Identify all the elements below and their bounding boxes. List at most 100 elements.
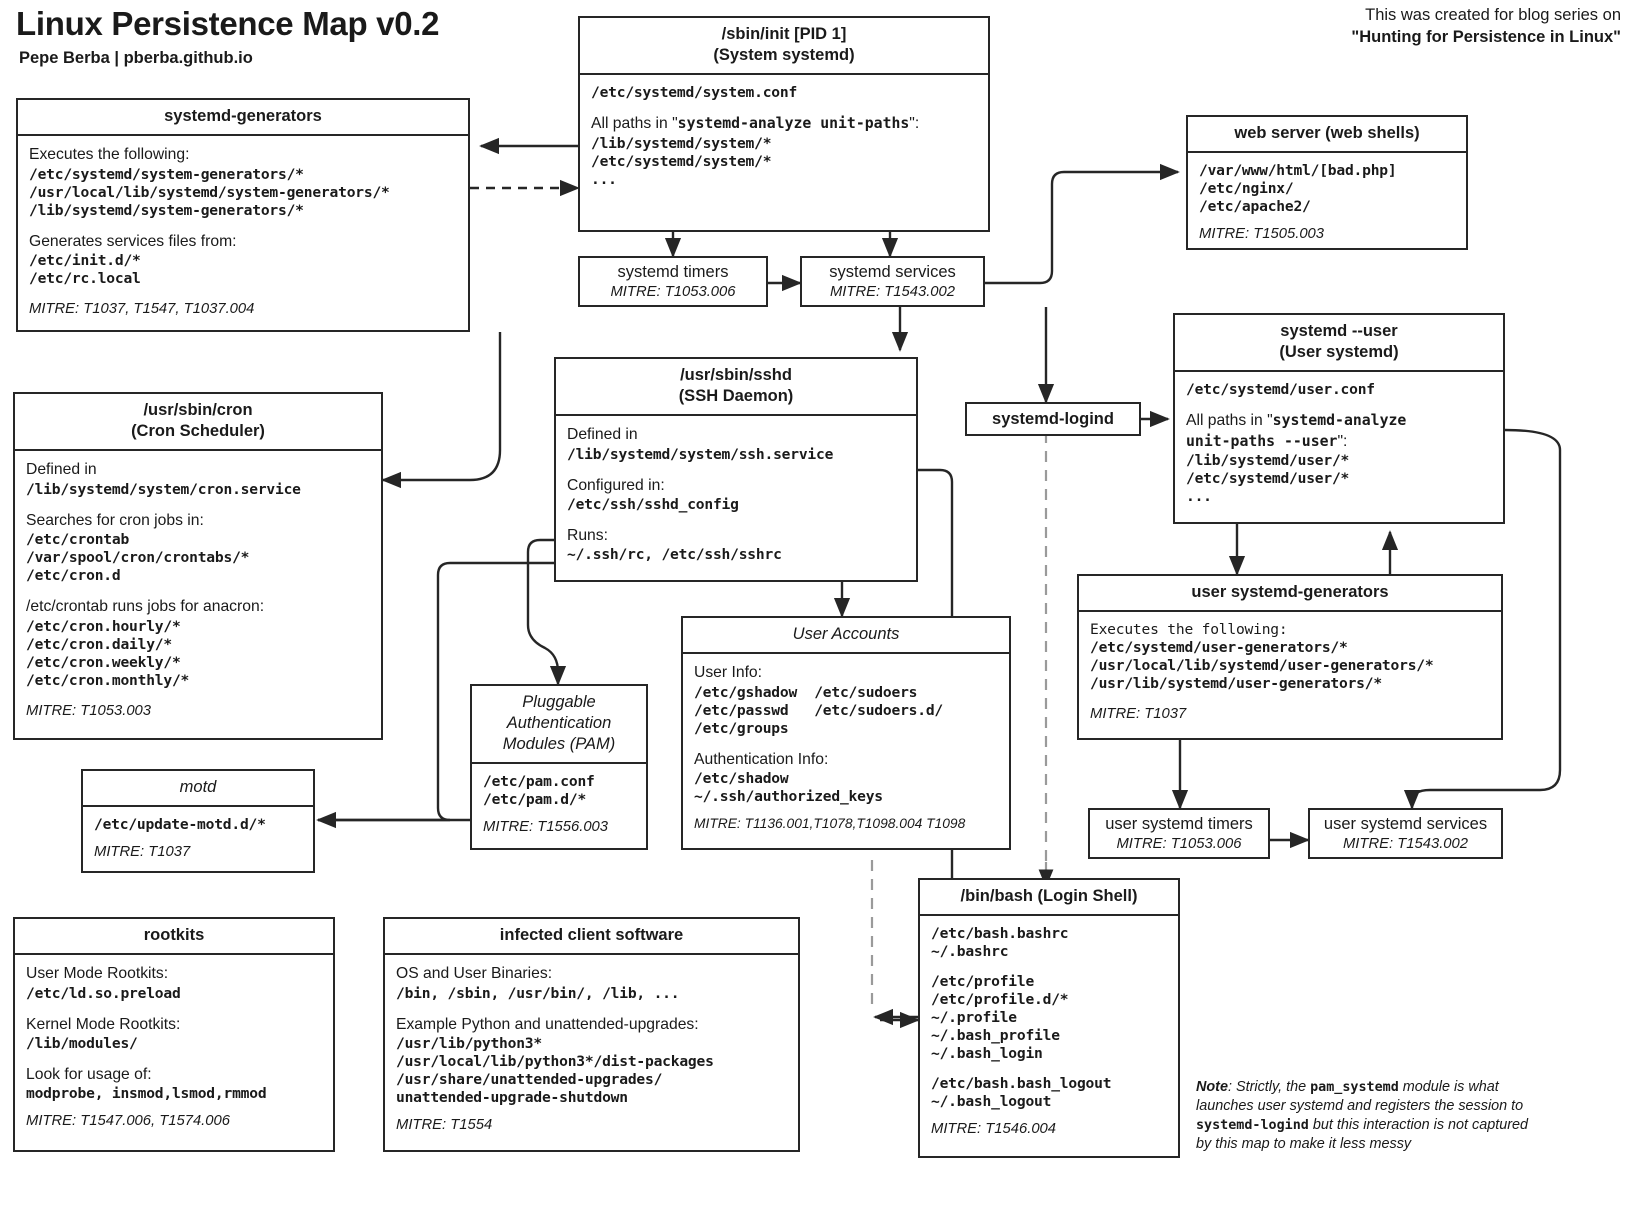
node-sshd[interactable]: /usr/sbin/sshd (SSH Daemon) Defined in /… <box>554 357 918 582</box>
footnote-note: Note: Strictly, the pam_systemd module i… <box>1196 1078 1541 1155</box>
node-title: Pluggable Authentication Modules (PAM) <box>472 686 646 762</box>
paths-binaries: /bin, /sbin, /usr/bin/, /lib, ... <box>396 984 680 1002</box>
node-body: User Mode Rootkits: /etc/ld.so.preload K… <box>15 955 333 1140</box>
label-searches: Searches for cron jobs in: <box>26 511 204 529</box>
footnote-text-c: but this interaction is not captured by … <box>1196 1117 1529 1153</box>
footnote-text-b: module is what launches user systemd and… <box>1196 1079 1524 1115</box>
paths-user-generators: /etc/systemd/user-generators/* /usr/loca… <box>1090 639 1434 693</box>
label-anacron: /etc/crontab runs jobs for anacron: <box>26 598 265 616</box>
all-paths-suffix: ": <box>1337 432 1348 450</box>
path-sshd-config: /etc/ssh/sshd_config <box>567 496 739 514</box>
node-title: user systemd timers <box>1105 815 1253 834</box>
node-title: /usr/sbin/sshd (SSH Daemon) <box>556 359 916 414</box>
node-title: systemd services <box>829 263 956 282</box>
node-user-accounts[interactable]: User Accounts User Info: /etc/gshadow /e… <box>681 616 1011 850</box>
node-body: /etc/systemd/user.conf All paths in "sys… <box>1175 372 1503 515</box>
label-user-mode: User Mode Rootkits: <box>26 965 169 983</box>
path-ld-preload: /etc/ld.so.preload <box>26 984 181 1002</box>
label-configured-in: Configured in: <box>567 476 665 494</box>
path-lib-modules: /lib/modules/ <box>26 1034 138 1052</box>
node-title-line2: (SSH Daemon) <box>678 387 794 406</box>
label-defined-in: Defined in <box>26 461 97 479</box>
node-body: /var/www/html/[bad.php] /etc/nginx/ /etc… <box>1188 153 1466 253</box>
paths-bashrc: /etc/bash.bashrc ~/.bashrc <box>931 925 1069 961</box>
node-systemd-logind[interactable]: systemd-logind <box>965 402 1141 436</box>
node-body: Executes the following: /etc/systemd/sys… <box>18 136 468 327</box>
paths-auth-info: /etc/shadow ~/.ssh/authorized_keys <box>694 769 883 805</box>
mitre-ref: MITRE: T1543.002 <box>829 283 955 300</box>
mitre-ref: MITRE: T1053.003 <box>26 702 152 719</box>
path-update-motd: /etc/update-motd.d/* <box>94 816 266 834</box>
node-rootkits[interactable]: rootkits User Mode Rootkits: /etc/ld.so.… <box>13 917 335 1152</box>
node-systemd-services[interactable]: systemd services MITRE: T1543.002 <box>800 256 985 307</box>
label-runs: Runs: <box>567 527 608 545</box>
node-user-systemd-timers[interactable]: user systemd timers MITRE: T1053.006 <box>1088 808 1270 859</box>
node-title-line2: (System systemd) <box>713 46 855 65</box>
cmds-module-tools: modprobe, insmod,lsmod,rmmod <box>26 1085 267 1103</box>
node-title-line1: /usr/sbin/sshd <box>680 366 792 384</box>
mitre-ref: MITRE: T1037, T1547, T1037.004 <box>29 301 255 317</box>
node-title-line2: Authentication <box>506 714 612 733</box>
node-body: /etc/pam.conf /etc/pam.d/* MITRE: T1556.… <box>472 764 646 846</box>
mitre-ref: MITRE: T1556.003 <box>483 819 609 836</box>
node-cron[interactable]: /usr/sbin/cron (Cron Scheduler) Defined … <box>13 392 383 740</box>
cmd-unit-paths-user: unit-paths --user <box>1186 432 1338 450</box>
node-motd[interactable]: motd /etc/update-motd.d/* MITRE: T1037 <box>81 769 315 873</box>
node-web-server[interactable]: web server (web shells) /var/www/html/[b… <box>1186 115 1468 250</box>
node-body: /etc/bash.bashrc ~/.bashrc /etc/profile … <box>920 916 1178 1148</box>
mitre-ref: MITRE: T1037 <box>1090 706 1187 723</box>
all-paths-prefix: All paths in " <box>591 115 678 133</box>
paths-webroot: /var/www/html/[bad.php] /etc/nginx/ /etc… <box>1199 162 1397 216</box>
cmd-systemd-analyze: systemd-analyze unit-paths <box>677 115 910 133</box>
node-pam[interactable]: Pluggable Authentication Modules (PAM) /… <box>470 684 648 850</box>
node-body: Executes the following: /etc/systemd/use… <box>1079 612 1501 733</box>
paths-cron-jobs: /etc/crontab /var/spool/cron/crontabs/* … <box>26 531 250 585</box>
node-title: rootkits <box>143 926 205 944</box>
node-body: Defined in /lib/systemd/system/ssh.servi… <box>556 416 916 573</box>
mitre-ref: MITRE: T1543.002 <box>1342 835 1468 852</box>
mitre-ref: MITRE: T1547.006, T1574.006 <box>26 1113 230 1130</box>
paths-user-info: /etc/gshadow /etc/sudoers /etc/passwd /e… <box>694 683 943 737</box>
node-title-line1: /usr/sbin/cron <box>143 401 253 419</box>
node-title-line3: Modules (PAM) <box>502 735 616 754</box>
path-cron-service: /lib/systemd/system/cron.service <box>26 480 301 498</box>
label-python-upgrades: Example Python and unattended-upgrades: <box>396 1015 699 1033</box>
credit-note: This was created for blog series on "Hun… <box>1351 5 1621 49</box>
all-paths-suffix: ": <box>909 115 920 133</box>
node-title-line2: (Cron Scheduler) <box>131 422 265 441</box>
node-bash-login-shell[interactable]: /bin/bash (Login Shell) /etc/bash.bashrc… <box>918 878 1180 1158</box>
node-title: motd <box>179 778 217 796</box>
label-auth-info: Authentication Info: <box>694 750 829 768</box>
node-title: User Accounts <box>792 625 900 643</box>
label-all-paths: All paths in "systemd-analyze unit-paths… <box>591 114 978 134</box>
node-body: Defined in /lib/systemd/system/cron.serv… <box>15 451 381 729</box>
mitre-ref: MITRE: T1037 <box>94 844 191 861</box>
node-systemd-generators[interactable]: systemd-generators Executes the followin… <box>16 98 470 332</box>
node-body: OS and User Binaries: /bin, /sbin, /usr/… <box>385 955 798 1143</box>
node-title: systemd-logind <box>992 409 1114 428</box>
node-title: systemd timers <box>617 263 729 282</box>
node-systemd-user[interactable]: systemd --user (User systemd) /etc/syste… <box>1173 313 1505 524</box>
credit-line-1: This was created for blog series on <box>1365 6 1621 24</box>
node-systemd-timers[interactable]: systemd timers MITRE: T1053.006 <box>578 256 768 307</box>
cmd-systemd-analyze: systemd-analyze <box>1272 412 1407 430</box>
node-title: /bin/bash (Login Shell) <box>960 887 1138 905</box>
paths-initd: /etc/init.d/* /etc/rc.local <box>29 251 141 287</box>
node-title: /sbin/init [PID 1] (System systemd) <box>580 18 988 73</box>
path-system-conf: /etc/systemd/system.conf <box>591 84 798 102</box>
path-ssh-service: /lib/systemd/system/ssh.service <box>567 445 834 463</box>
mitre-ref: MITRE: T1546.004 <box>931 1121 1057 1138</box>
node-title-line1: /sbin/init [PID 1] <box>721 25 847 43</box>
node-infected-client-software[interactable]: infected client software OS and User Bin… <box>383 917 800 1152</box>
label-os-binaries: OS and User Binaries: <box>396 965 553 983</box>
node-title: user systemd-generators <box>1191 583 1389 601</box>
node-user-systemd-generators[interactable]: user systemd-generators Executes the fol… <box>1077 574 1503 740</box>
credit-line-2: "Hunting for Persistence in Linux" <box>1351 27 1621 49</box>
node-sbin-init[interactable]: /sbin/init [PID 1] (System systemd) /etc… <box>578 16 990 232</box>
mitre-ref: MITRE: T1053.006 <box>610 283 736 300</box>
mitre-ref: MITRE: T1505.003 <box>1199 226 1325 243</box>
mitre-ref: MITRE: T1053.006 <box>1116 835 1242 852</box>
label-generates: Generates services files from: <box>29 232 237 250</box>
node-user-systemd-services[interactable]: user systemd services MITRE: T1543.002 <box>1308 808 1503 859</box>
label-user-info: User Info: <box>694 664 763 682</box>
